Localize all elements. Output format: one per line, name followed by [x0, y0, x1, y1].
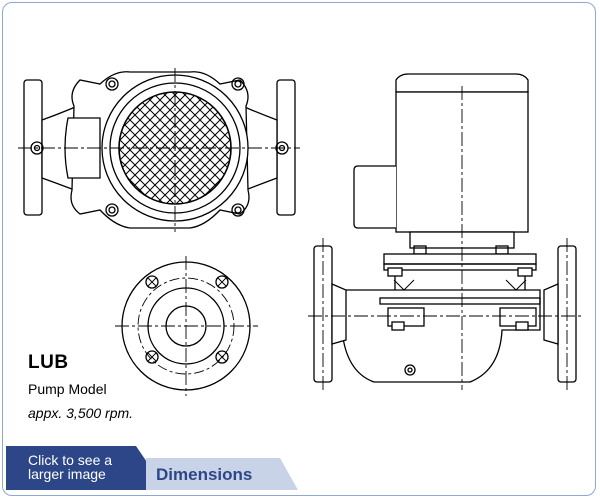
model-name: LUB [28, 352, 69, 373]
side-view [308, 73, 582, 390]
model-speed: appx. 3,500 rpm. [28, 405, 134, 421]
flange-view [115, 256, 258, 396]
dimensions-tab[interactable]: Dimensions [146, 458, 298, 490]
larger-image-label: Click to see a larger image [28, 452, 113, 482]
dimensions-label: Dimensions [156, 465, 253, 484]
model-description: Pump Model [28, 381, 107, 397]
larger-image-button[interactable]: Click to see a larger image [6, 446, 166, 490]
front-view [18, 68, 300, 232]
